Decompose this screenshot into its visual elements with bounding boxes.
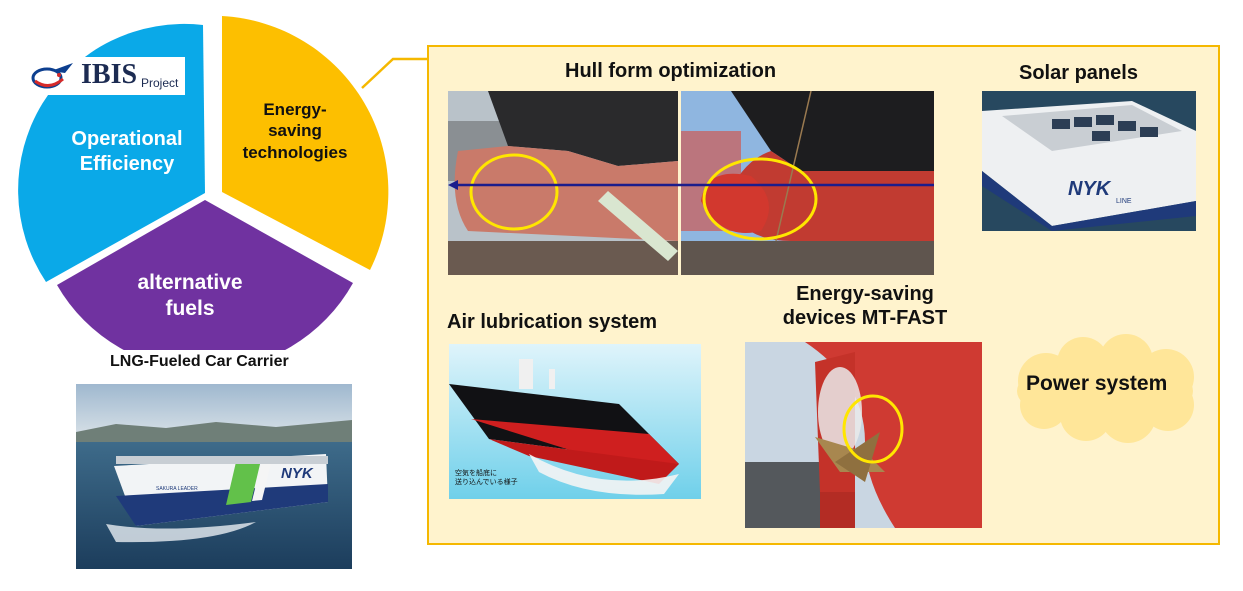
wedge-energy-saving [222,16,389,270]
mtfast-title-line1: Energy-saving [796,283,934,305]
air-annotation-line2: 送り込んでいる様子 [455,477,518,486]
power-system-cloud [1017,334,1194,443]
wedge-label-energy-saving: Energy- saving technologies [242,100,348,162]
ibis-logo-name: IBIS [81,59,138,90]
carrier-caption: LNG-Fueled Car Carrier [110,353,289,370]
hull-comparison-arrow [448,180,934,190]
solar-line-text: LINE [1116,198,1132,205]
mtfast-photo [745,342,982,528]
air-lubrication-title: Air lubrication system [447,311,658,333]
hull-form-title: Hull form optimization [565,60,777,82]
carrier-ship-name: SAKURA LEADER [156,486,198,492]
carrier-photo: NYK SAKURA LEADER [76,384,352,569]
hull-photo-right [681,91,934,275]
solar-nyk-text: NYK [1068,178,1112,200]
power-system-label: Power system [1026,372,1168,395]
connector-line [361,57,427,89]
wedge-label-alternative: alternative fuels [137,271,243,321]
hull-photo-left [448,91,678,275]
wedge-label-operational: Operational Efficiency [71,128,183,175]
air-annotation-line1: 空気を船底に [455,469,497,477]
mtfast-title-line2: devices MT-FAST [782,307,948,329]
ibis-logo: IBIS Project [27,57,185,95]
ibis-logo-suffix: Project [141,76,179,90]
carrier-nyk-text: NYK [281,465,314,482]
solar-panels-photo: NYK LINE [982,91,1196,231]
ibis-bird-icon [31,63,73,89]
wedge-alternative-fuels [57,200,353,350]
solar-panels-title: Solar panels [1019,62,1138,84]
air-annotation: 空気を船底に 送り込んでいる様子 [455,469,518,487]
air-lubrication-photo [449,344,701,499]
mtfast-title: Energy-saving devices MT-FAST [760,282,970,330]
